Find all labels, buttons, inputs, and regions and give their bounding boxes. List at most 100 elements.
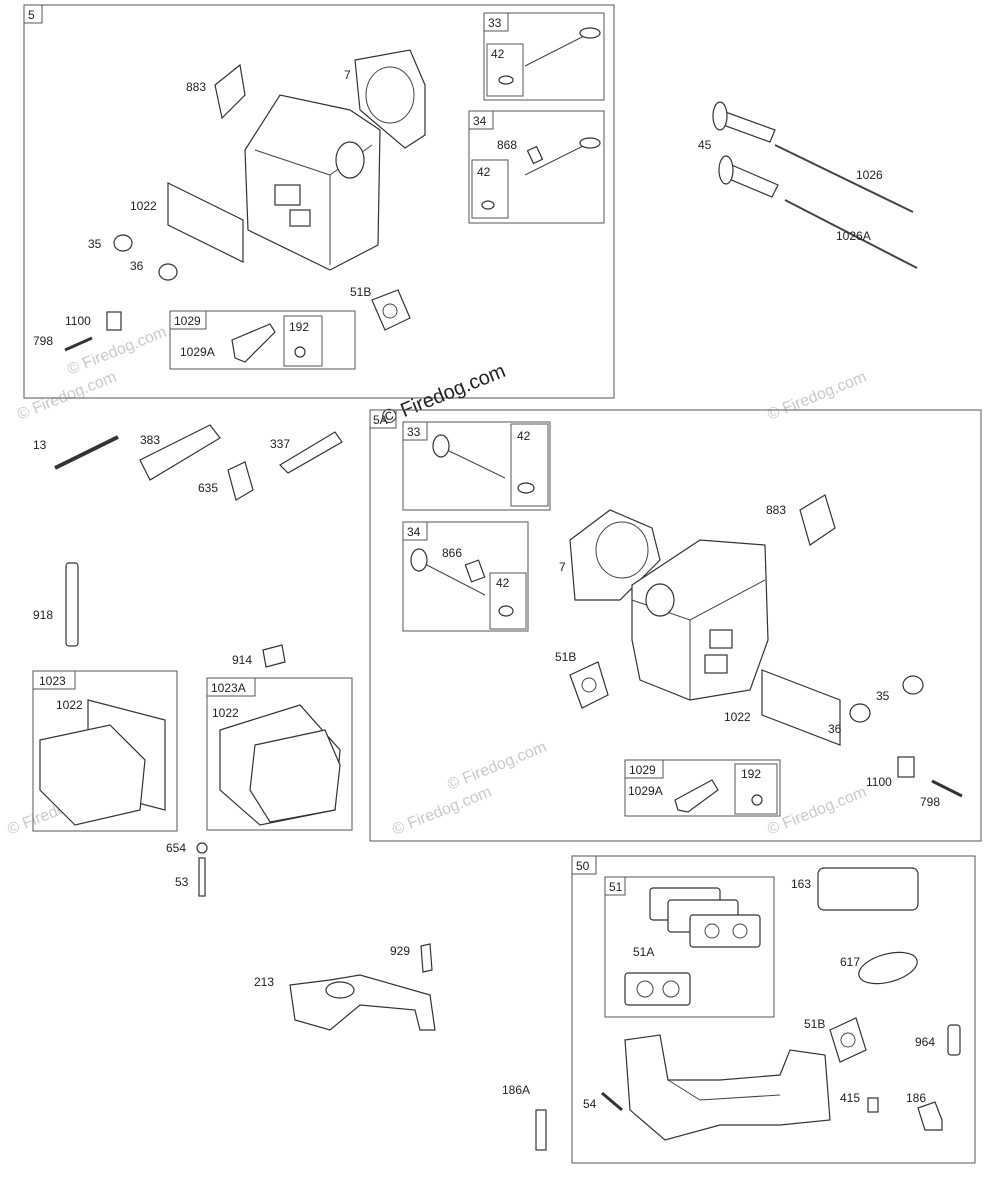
elbow-fitting-icon xyxy=(917,1101,943,1131)
section-label: 5A xyxy=(373,413,388,427)
valve-icon xyxy=(481,137,601,210)
gasket-51b-icon xyxy=(371,289,411,331)
rocker-arm-icon xyxy=(674,779,719,813)
part-label: 883 xyxy=(186,80,206,94)
box-label: 192 xyxy=(289,320,309,334)
cylinder-head-icon xyxy=(631,539,769,701)
cover-gasket-icon xyxy=(167,182,244,263)
screw-icon xyxy=(601,1091,623,1112)
part-label: 186 xyxy=(906,1091,926,1105)
pushrod-icon xyxy=(774,144,914,213)
tube-icon xyxy=(65,562,79,647)
box-label: 42 xyxy=(517,429,531,443)
bolt-icon xyxy=(54,435,119,470)
part-label: 53 xyxy=(175,875,189,889)
bracket-icon xyxy=(897,756,915,778)
part-label: 45 xyxy=(698,138,712,152)
part-label: 1029A xyxy=(628,784,663,798)
box-1023: 1023 1022 xyxy=(32,670,178,832)
rocker-cover-icon xyxy=(39,724,146,826)
spring-icon xyxy=(849,703,871,723)
part-label: 883 xyxy=(766,503,786,517)
part-label: 51A xyxy=(633,945,654,959)
intake-manifold-icon xyxy=(624,1034,831,1141)
section-5: 5 33 42 34 42 xyxy=(23,4,615,399)
section-label: 50 xyxy=(576,859,590,873)
part-label: 1100 xyxy=(65,314,91,328)
part-label: 868 xyxy=(497,138,517,152)
part-label: 163 xyxy=(791,877,811,891)
rocker-arm-icon xyxy=(231,323,276,363)
part-label: 1100 xyxy=(866,775,892,789)
head-gasket-icon xyxy=(569,509,661,601)
part-label: 1029A xyxy=(180,345,215,359)
part-label: 51B xyxy=(555,650,576,664)
gasket-51b-icon xyxy=(569,661,609,709)
stud-icon xyxy=(198,857,206,897)
screw-icon xyxy=(262,644,286,668)
o-ring-icon xyxy=(858,951,918,985)
watermark-tiled: © Firedog.com xyxy=(765,784,869,839)
pushrod-icon xyxy=(784,199,918,269)
part-label: 383 xyxy=(140,433,160,447)
part-label: 635 xyxy=(198,481,218,495)
box-label: 34 xyxy=(473,114,487,128)
fitting-icon xyxy=(535,1109,547,1151)
part-label: 54 xyxy=(583,1097,597,1111)
loose-parts-bottom-left: 654 53 929 213 186A xyxy=(166,841,547,1151)
section-5a: 5A 33 42 34 42 xyxy=(369,409,982,842)
box-label: 51 xyxy=(609,880,623,894)
part-label: 13 xyxy=(33,438,47,452)
watermark-tiled: © Firedog.com xyxy=(445,739,549,794)
bushing-icon xyxy=(947,1024,961,1056)
spring-icon xyxy=(902,675,924,695)
part-label: 36 xyxy=(130,259,144,273)
box-label: 1023 xyxy=(39,674,66,688)
part-label: 964 xyxy=(915,1035,935,1049)
rocker-cover-icon xyxy=(249,729,341,823)
valve-icon xyxy=(422,562,486,596)
part-label: 654 xyxy=(166,841,186,855)
watermark-tiled: © Firedog.com xyxy=(390,784,494,839)
nut-icon xyxy=(196,842,208,854)
screw-icon xyxy=(64,336,93,352)
box-label: 42 xyxy=(496,576,510,590)
ignition-coil-icon xyxy=(139,424,221,481)
part-label: 918 xyxy=(33,608,53,622)
part-label: 1026A xyxy=(836,229,871,243)
box-label: 33 xyxy=(488,16,502,30)
plug-boot-icon xyxy=(227,461,254,501)
part-label: 36 xyxy=(828,722,842,736)
loose-parts-left: 13 383 337 635 918 914 xyxy=(33,424,343,668)
cover-gasket-icon xyxy=(761,669,841,746)
intake-gasket-icon xyxy=(624,887,761,1006)
part-label: 866 xyxy=(442,546,462,560)
part-label: 35 xyxy=(876,689,890,703)
part-label: 7 xyxy=(344,68,351,82)
box-label: 34 xyxy=(407,525,421,539)
watermark-tiled: © Firedog.com xyxy=(765,369,869,424)
watermark-tiled: © Firedog.com xyxy=(15,369,119,424)
part-label: 1022 xyxy=(130,199,157,213)
box-label: 1029 xyxy=(629,763,656,777)
part-label: 1022 xyxy=(56,698,83,712)
part-label: 914 xyxy=(232,653,252,667)
part-label: 51B xyxy=(350,285,371,299)
head-gasket-icon xyxy=(354,49,426,149)
part-label: 51B xyxy=(804,1017,825,1031)
part-label: 7 xyxy=(559,560,566,574)
pushrod-group: 45 1026 1026A xyxy=(698,101,918,269)
section-50: 50 51 51A 163 617 51B 964 xyxy=(571,855,976,1164)
part-label: 617 xyxy=(840,955,860,969)
spring-icon xyxy=(113,234,178,281)
box-label: 33 xyxy=(407,425,421,439)
part-label: 1022 xyxy=(212,706,239,720)
gasket-icon xyxy=(817,867,919,911)
part-label: 415 xyxy=(840,1091,860,1105)
box-label: 1023A xyxy=(211,681,246,695)
gasket-icon xyxy=(799,494,836,546)
part-label: 798 xyxy=(920,795,940,809)
bracket-icon xyxy=(106,311,122,331)
gasket-51b-icon xyxy=(829,1017,867,1063)
